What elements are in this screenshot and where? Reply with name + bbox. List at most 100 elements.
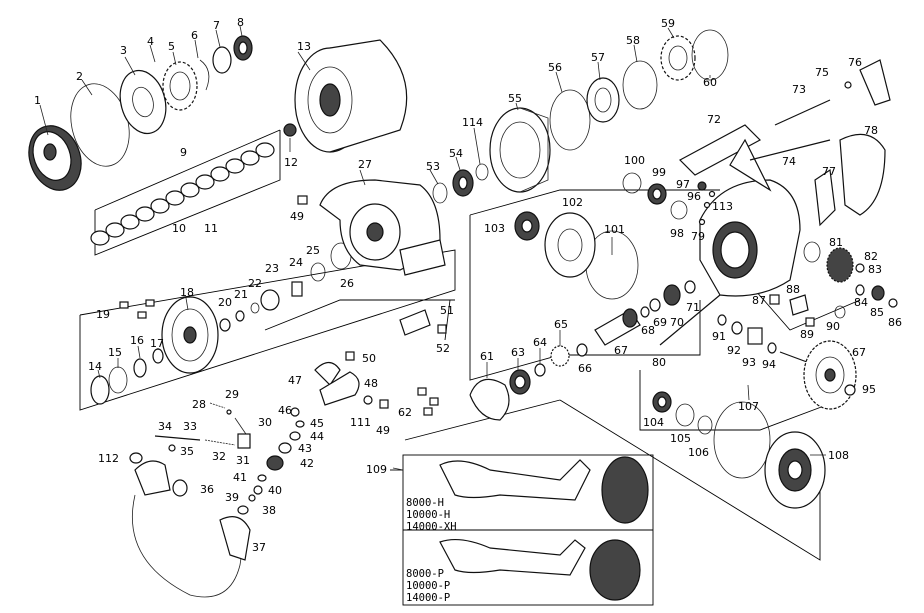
- part-23: [250, 302, 260, 314]
- label-8: 8: [237, 16, 244, 29]
- part-20: [219, 318, 231, 332]
- part-42: [266, 455, 284, 471]
- part-74-shaft: [749, 139, 831, 161]
- label-7: 7: [213, 19, 220, 32]
- label-77: 77: [822, 165, 836, 178]
- label-96: 96: [687, 190, 701, 203]
- label-69: 69: [653, 316, 667, 329]
- label-64: 64: [533, 336, 547, 349]
- label-73: 73: [792, 83, 806, 96]
- part-100: [622, 172, 642, 194]
- label-1: 1: [34, 94, 41, 107]
- part-27-rotor: [319, 179, 446, 276]
- part-75: [844, 81, 852, 89]
- label-95: 95: [862, 383, 876, 396]
- label-49a: 49: [290, 210, 304, 223]
- part-58: [622, 60, 658, 110]
- part-72-cover: [679, 124, 761, 176]
- label-112: 112: [98, 452, 119, 465]
- label-17: 17: [150, 337, 164, 350]
- label-102: 102: [562, 196, 583, 209]
- label-65: 65: [554, 318, 568, 331]
- label-78: 78: [864, 124, 878, 137]
- part-62-screws: [417, 387, 439, 416]
- part-87: [769, 294, 780, 305]
- label-82: 82: [864, 250, 878, 263]
- part-labels: 1 2 3 4 5 6 7 8 9 10 11 12 13 14 15 16 1…: [34, 16, 902, 554]
- part-63-inner: [514, 375, 526, 389]
- label-109: 109: [366, 463, 387, 476]
- label-22: 22: [248, 277, 262, 290]
- label-89: 89: [800, 328, 814, 341]
- handle-p-illustration: [439, 538, 641, 601]
- label-46: 46: [278, 404, 292, 417]
- part-54-inner: [458, 176, 468, 190]
- part-77: [814, 168, 836, 227]
- label-35: 35: [180, 445, 194, 458]
- part-57-inner: [594, 87, 612, 113]
- part-13-spool: [294, 39, 408, 153]
- part-3-washer: [119, 69, 167, 135]
- label-9: 9: [180, 146, 187, 159]
- part-85: [871, 285, 885, 301]
- leader-lines: [39, 25, 826, 471]
- label-105: 105: [670, 432, 691, 445]
- part-5-gear-ring: [162, 61, 198, 111]
- label-43: 43: [298, 442, 312, 455]
- part-94: [767, 342, 777, 354]
- part-12-bearing: [283, 123, 297, 137]
- part-25-ring: [310, 262, 326, 282]
- part-93: [747, 327, 763, 345]
- label-13: 13: [297, 40, 311, 53]
- label-52: 52: [436, 342, 450, 355]
- label-67a: 67: [614, 344, 628, 357]
- part-8-inner: [238, 41, 248, 55]
- label-98: 98: [670, 227, 684, 240]
- label-47: 47: [288, 374, 302, 387]
- model-top-1: 8000-H: [406, 497, 444, 509]
- part-111: [363, 395, 373, 405]
- part-45: [295, 420, 305, 428]
- label-31: 31: [236, 454, 250, 467]
- label-70: 70: [670, 316, 684, 329]
- label-63: 63: [511, 346, 525, 359]
- label-33: 33: [183, 420, 197, 433]
- part-22-nut: [260, 289, 280, 311]
- part-88: [789, 294, 809, 316]
- label-72: 72: [707, 113, 721, 126]
- part-29: [226, 409, 232, 415]
- part-5-inner: [169, 71, 191, 101]
- part-32-spring: [204, 439, 236, 446]
- label-92: 92: [727, 344, 741, 357]
- label-14: 14: [88, 360, 102, 373]
- label-55: 55: [508, 92, 522, 105]
- part-19-screws: [119, 299, 155, 319]
- label-54: 54: [449, 147, 463, 160]
- part-15-ring: [108, 366, 128, 394]
- label-71: 71: [686, 301, 700, 314]
- part-80-shaft: [659, 294, 721, 346]
- label-101: 101: [604, 223, 625, 236]
- label-49b: 49: [376, 424, 390, 437]
- model-bottom-3: 14000-P: [406, 592, 450, 604]
- label-25: 25: [306, 244, 320, 257]
- part-67-drive-gear: [779, 340, 857, 410]
- part-53: [432, 182, 448, 204]
- label-19: 19: [96, 308, 110, 321]
- part-44: [289, 431, 301, 441]
- part-107-ring: [713, 401, 771, 479]
- label-76: 76: [848, 56, 862, 69]
- label-29: 29: [225, 388, 239, 401]
- label-3: 3: [120, 44, 127, 57]
- part-55-spool-shaft-guide: [489, 107, 551, 193]
- label-91: 91: [712, 330, 726, 343]
- part-48: [319, 371, 360, 406]
- label-30: 30: [258, 416, 272, 429]
- reel-body: [699, 138, 801, 297]
- part-91: [717, 314, 727, 326]
- label-108: 108: [828, 449, 849, 462]
- label-88: 88: [786, 283, 800, 296]
- part-84: [855, 284, 865, 296]
- part-3-hole: [132, 86, 154, 118]
- part-68: [640, 306, 650, 318]
